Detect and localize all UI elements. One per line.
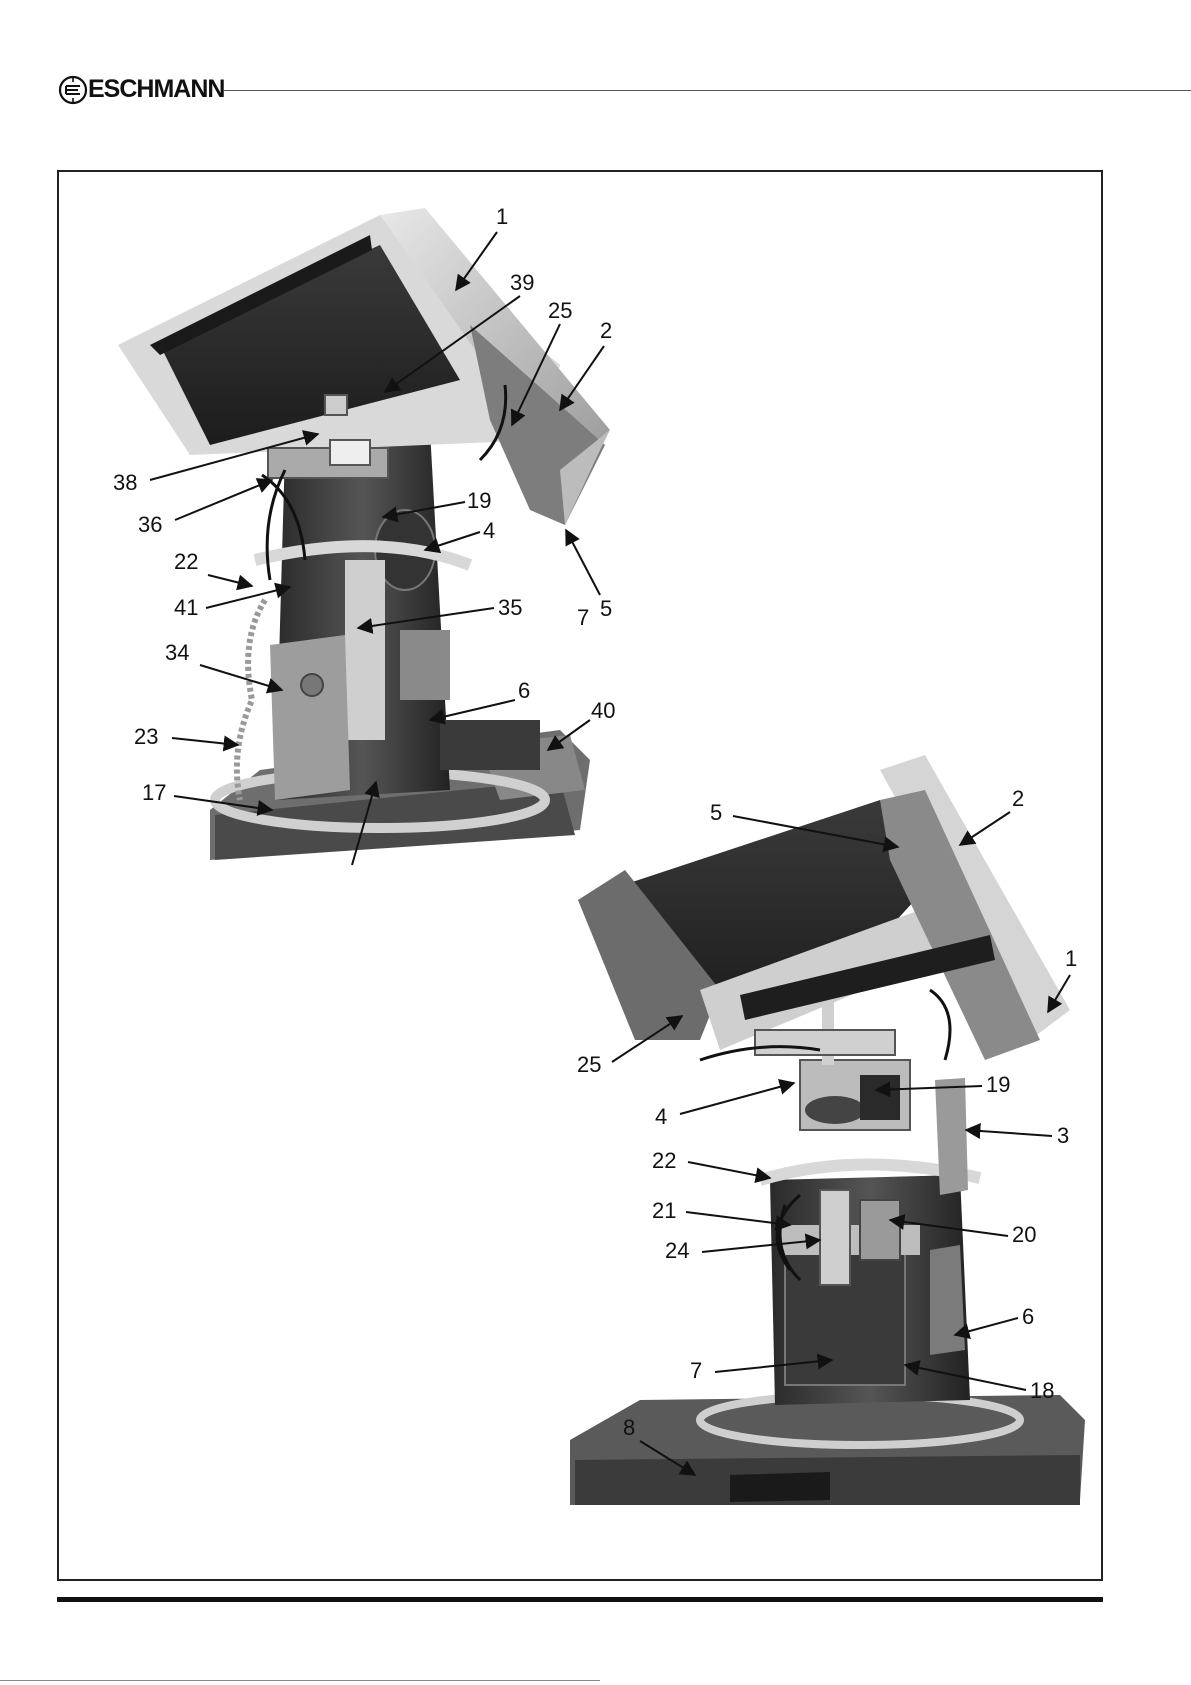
callout-top-25: 25 xyxy=(548,298,572,323)
footer-rule xyxy=(57,1597,1103,1602)
callout-bottom-1: 1 xyxy=(1065,946,1077,971)
callout-bottom-20: 20 xyxy=(1012,1222,1036,1247)
callout-top-2: 2 xyxy=(600,318,612,343)
callout-top-22: 22 xyxy=(174,549,198,574)
callout-top-19: 19 xyxy=(467,488,491,513)
callout-top-39: 39 xyxy=(510,270,534,295)
callout-bottom-4: 4 xyxy=(655,1104,667,1129)
callout-bottom-25: 25 xyxy=(577,1052,601,1077)
callout-bottom-18: 18 xyxy=(1030,1378,1054,1403)
callout-top-34: 34 xyxy=(165,640,189,665)
callout-bottom-6: 6 xyxy=(1022,1304,1034,1329)
callout-top-1: 1 xyxy=(496,204,508,229)
callout-top-17: 17 xyxy=(142,780,166,805)
callout-top-4: 4 xyxy=(483,518,495,543)
callout-top-5: 5 xyxy=(600,596,612,621)
callout-bottom-5: 5 xyxy=(710,800,722,825)
page-edge-line xyxy=(0,1680,600,1681)
callout-top-40: 40 xyxy=(591,698,615,723)
callout-top-23: 23 xyxy=(134,724,158,749)
callout-top-41: 41 xyxy=(174,595,198,620)
callout-bottom-3: 3 xyxy=(1057,1123,1069,1148)
photo-bottom-mechanism xyxy=(570,755,1085,1505)
callout-top-36: 36 xyxy=(138,512,162,537)
photo-top-mechanism xyxy=(118,208,610,860)
callout-top-38: 38 xyxy=(113,470,137,495)
callout-bottom-8: 8 xyxy=(623,1415,635,1440)
callout-bottom-7: 7 xyxy=(690,1358,702,1383)
callout-bottom-2: 2 xyxy=(1012,786,1024,811)
callout-bottom-22: 22 xyxy=(652,1148,676,1173)
callout-bottom-19: 19 xyxy=(986,1072,1010,1097)
callout-bottom-21: 21 xyxy=(652,1198,676,1223)
callout-bottom-24: 24 xyxy=(665,1238,689,1263)
callout-top-35: 35 xyxy=(498,595,522,620)
callout-top-7: 7 xyxy=(577,605,589,630)
callout-top-6: 6 xyxy=(518,678,530,703)
